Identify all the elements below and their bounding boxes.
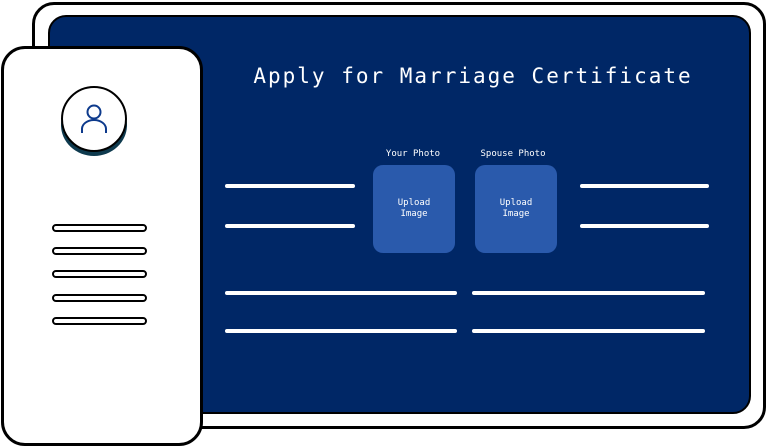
form-field-line[interactable]: [225, 329, 457, 333]
form-field-line[interactable]: [472, 329, 705, 333]
profile-line: [52, 247, 147, 255]
upload-spouse-photo-button[interactable]: Upload Image: [475, 165, 557, 253]
form-field-line[interactable]: [225, 184, 355, 188]
form-field-line[interactable]: [225, 291, 457, 295]
user-icon: [81, 104, 107, 133]
upload-your-photo-button[interactable]: Upload Image: [373, 165, 455, 253]
form-field-line[interactable]: [225, 224, 355, 228]
profile-line: [52, 270, 147, 278]
profile-line: [52, 317, 147, 325]
profile-line: [52, 294, 147, 302]
form-field-line[interactable]: [472, 291, 705, 295]
your-photo-label: Your Photo: [385, 149, 441, 159]
avatar: [61, 86, 127, 152]
form-field-line[interactable]: [580, 224, 709, 228]
profile-line: [52, 224, 147, 232]
form-field-line[interactable]: [580, 184, 709, 188]
spouse-photo-label: Spouse Photo: [480, 149, 546, 159]
page-title: Apply for Marriage Certificate: [253, 64, 693, 88]
